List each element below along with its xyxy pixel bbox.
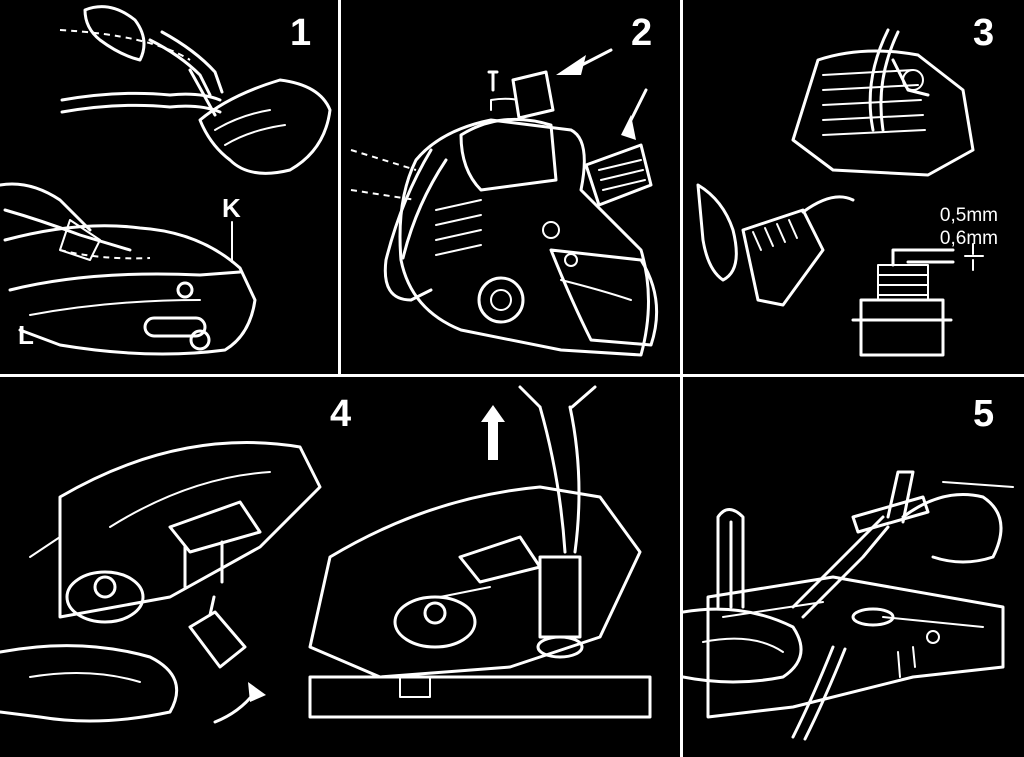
panel-3-spark-plug: 3 0,5mm 0,6mm [683, 0, 1024, 374]
label-k: K [222, 193, 241, 223]
chain-bar-illustration [0, 5, 332, 356]
panel-2-air-filter: 2 [341, 0, 680, 374]
divider-horizontal [0, 374, 1024, 377]
divider-vertical-top-left [338, 0, 341, 376]
panel-5-fuel-filter: 5 [683, 377, 1024, 757]
panel-number-5: 5 [973, 393, 995, 435]
panel-number-1: 1 [290, 12, 312, 54]
label-l: L [18, 320, 34, 350]
chainsaw-illustration [350, 48, 659, 357]
clutch-illustration [0, 385, 652, 724]
panel-number-2: 2 [631, 12, 653, 54]
gap-measurement-max: 0,6mm [939, 228, 998, 249]
spark-plug-illustration [696, 28, 984, 357]
panel-4-clutch: 4 [0, 377, 680, 757]
panel-number-3: 3 [973, 12, 995, 54]
panel-1-chain-bar: 1 K L [0, 0, 338, 374]
panel-number-4: 4 [330, 393, 352, 435]
fuel-filter-illustration [683, 470, 1014, 741]
gap-measurement-min: 0,5mm [939, 205, 998, 226]
divider-vertical-top-right [680, 0, 683, 757]
